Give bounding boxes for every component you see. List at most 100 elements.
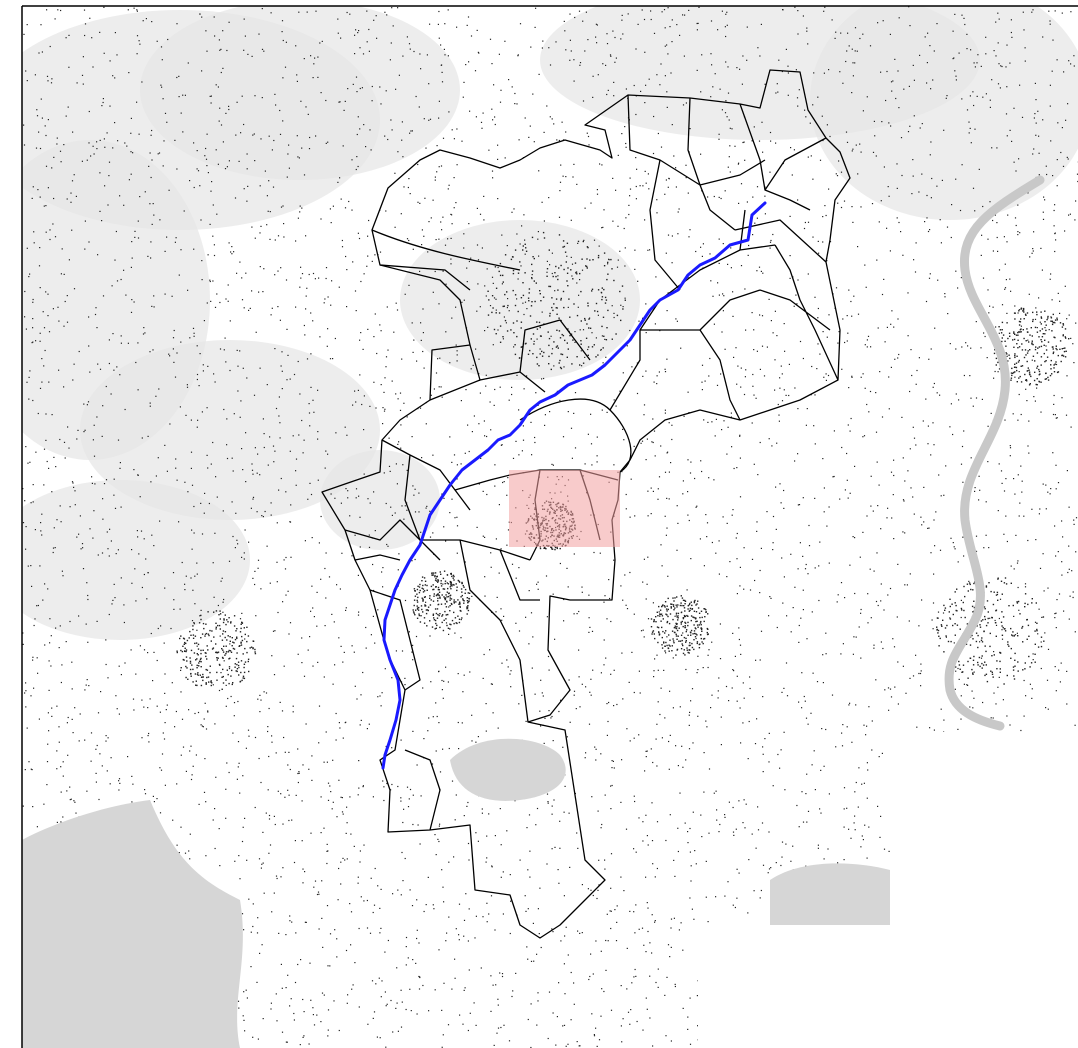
speckle <box>222 611 224 613</box>
speckle <box>689 827 691 830</box>
speckle <box>421 229 423 231</box>
speckle <box>1028 1033 1030 1035</box>
speckle <box>388 465 391 467</box>
speckle <box>379 86 381 88</box>
speckle <box>350 833 352 835</box>
speckle <box>67 106 69 108</box>
speckle <box>289 1005 291 1007</box>
speckle <box>697 1039 699 1041</box>
speckle <box>903 500 905 502</box>
speckle <box>463 815 465 817</box>
speckle <box>653 670 655 672</box>
speckle <box>43 327 46 329</box>
speckle <box>384 991 386 993</box>
speckle <box>924 1038 926 1040</box>
speckle <box>954 1007 956 1009</box>
speckle <box>541 311 543 313</box>
speckle <box>776 335 778 337</box>
speckle <box>254 95 256 97</box>
speckle <box>922 941 924 943</box>
speckle <box>157 457 159 459</box>
speckle <box>871 720 873 722</box>
speckle <box>383 391 385 393</box>
speckle <box>225 361 227 363</box>
speckle <box>190 467 192 469</box>
speckle <box>268 818 271 820</box>
speckle <box>151 534 153 536</box>
speckle <box>381 692 383 694</box>
speckle <box>629 1023 631 1025</box>
speckle <box>504 157 506 159</box>
speckle <box>633 84 635 87</box>
speckle <box>971 746 973 748</box>
speckle <box>823 376 825 378</box>
speckle <box>310 55 312 57</box>
speckle <box>193 248 195 250</box>
speckle <box>70 798 72 800</box>
speckle <box>274 93 276 95</box>
speckle <box>67 754 69 756</box>
speckle <box>196 562 198 564</box>
speckle <box>543 377 545 380</box>
speckle <box>983 547 985 549</box>
speckle <box>453 856 455 858</box>
speckle <box>588 723 591 725</box>
speckle <box>408 178 410 180</box>
speckle <box>346 269 348 271</box>
speckle <box>115 553 117 555</box>
speckle <box>639 185 641 187</box>
speckle <box>925 300 928 303</box>
speckle <box>271 655 273 657</box>
speckle <box>1041 269 1043 271</box>
speckle <box>633 795 635 797</box>
speckle <box>570 1019 572 1021</box>
speckle <box>718 540 720 542</box>
speckle <box>269 844 272 846</box>
speckle <box>860 657 862 659</box>
speckle <box>569 866 571 868</box>
speckle <box>48 730 50 732</box>
speckle <box>704 974 706 976</box>
speckle <box>341 811 344 813</box>
speckle <box>325 267 328 269</box>
speckle <box>817 240 819 242</box>
speckle <box>1031 697 1033 699</box>
speckle <box>980 657 983 659</box>
speckle <box>1049 1001 1051 1003</box>
speckle <box>237 766 239 768</box>
speckle <box>467 940 469 942</box>
speckle <box>796 303 798 305</box>
speckle <box>413 494 415 496</box>
speckle <box>72 379 74 381</box>
speckle <box>281 20 284 22</box>
speckle <box>59 150 62 152</box>
speckle <box>47 315 49 317</box>
speckle <box>910 349 912 351</box>
speckle <box>197 711 200 714</box>
speckle <box>503 1024 505 1026</box>
speckle <box>603 209 605 211</box>
speckle <box>454 517 456 519</box>
speckle <box>546 260 548 262</box>
speckle <box>230 251 232 253</box>
speckle <box>690 558 692 560</box>
speckle <box>252 903 254 905</box>
speckle <box>157 153 159 155</box>
speckle <box>1005 279 1007 281</box>
speckle <box>613 95 615 97</box>
speckle <box>374 530 376 532</box>
speckle <box>151 129 153 132</box>
speckle <box>685 164 687 166</box>
speckle <box>423 367 425 369</box>
speckle <box>596 24 598 26</box>
speckle <box>992 306 994 308</box>
speckle <box>332 801 334 803</box>
speckle <box>695 863 697 865</box>
speckle <box>1010 19 1012 21</box>
speckle <box>250 931 252 933</box>
speckle <box>600 950 602 952</box>
speckle <box>1032 9 1034 11</box>
speckle <box>262 516 264 518</box>
speckle <box>1036 387 1038 389</box>
